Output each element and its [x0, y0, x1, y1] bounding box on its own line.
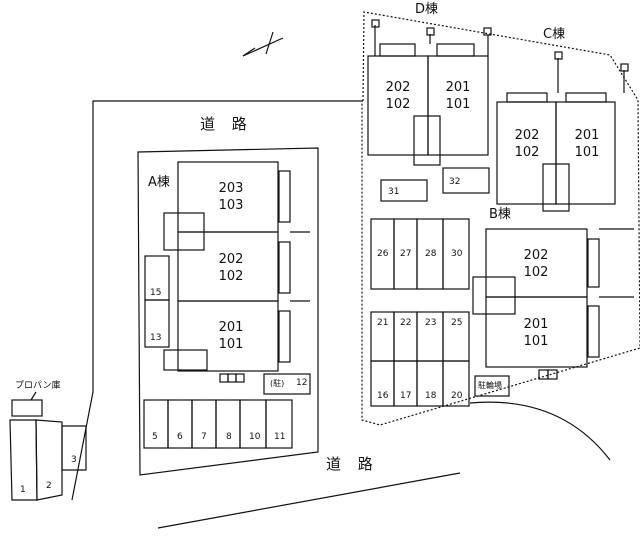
propane-shed-label: プロパン庫	[15, 381, 61, 391]
parking-23: 23	[425, 318, 437, 328]
parking-28: 28	[425, 249, 437, 259]
parking-27: 27	[400, 249, 412, 259]
lot-2: 2	[46, 481, 52, 491]
curved-road	[469, 401, 611, 461]
parking-15: 15	[150, 288, 162, 298]
north-arrow-icon	[242, 31, 284, 57]
parking-22: 22	[400, 318, 412, 328]
building-c-label: C棟	[543, 27, 566, 42]
road-label-bottom: 道 路	[326, 455, 379, 473]
parking-6: 6	[177, 432, 183, 442]
lot-1: 1	[20, 485, 26, 495]
parking-31: 31	[388, 187, 400, 197]
road-label-top: 道 路	[200, 115, 253, 133]
parking-17: 17	[400, 391, 412, 401]
parking-30: 30	[451, 249, 463, 259]
parking-10: 10	[249, 432, 261, 442]
parking-11: 11	[274, 432, 286, 442]
lot-3: 3	[71, 455, 77, 465]
parking-13: 13	[150, 333, 162, 343]
parking-26: 26	[377, 249, 389, 259]
building-a-label: A棟	[148, 175, 170, 190]
bicycle-parking-label: 駐輪場	[478, 381, 502, 390]
parking-7: 7	[201, 432, 207, 442]
parking-18: 18	[425, 391, 437, 401]
building-d-label: D棟	[415, 2, 439, 17]
road-edge-bottom	[157, 472, 461, 529]
parking-32: 32	[449, 177, 461, 187]
site-boundary	[71, 100, 363, 501]
parking-12: 12	[296, 378, 308, 388]
a-block-enclosure	[137, 147, 319, 476]
parking-16: 16	[377, 391, 389, 401]
parking-25: 25	[451, 318, 463, 328]
parking-21: 21	[377, 318, 389, 328]
parking-5: 5	[152, 432, 158, 442]
parking-8: 8	[226, 432, 232, 442]
parking-20: 20	[451, 391, 463, 401]
bike-mark: (駐)	[270, 379, 285, 388]
building-b-label: B棟	[489, 207, 511, 222]
